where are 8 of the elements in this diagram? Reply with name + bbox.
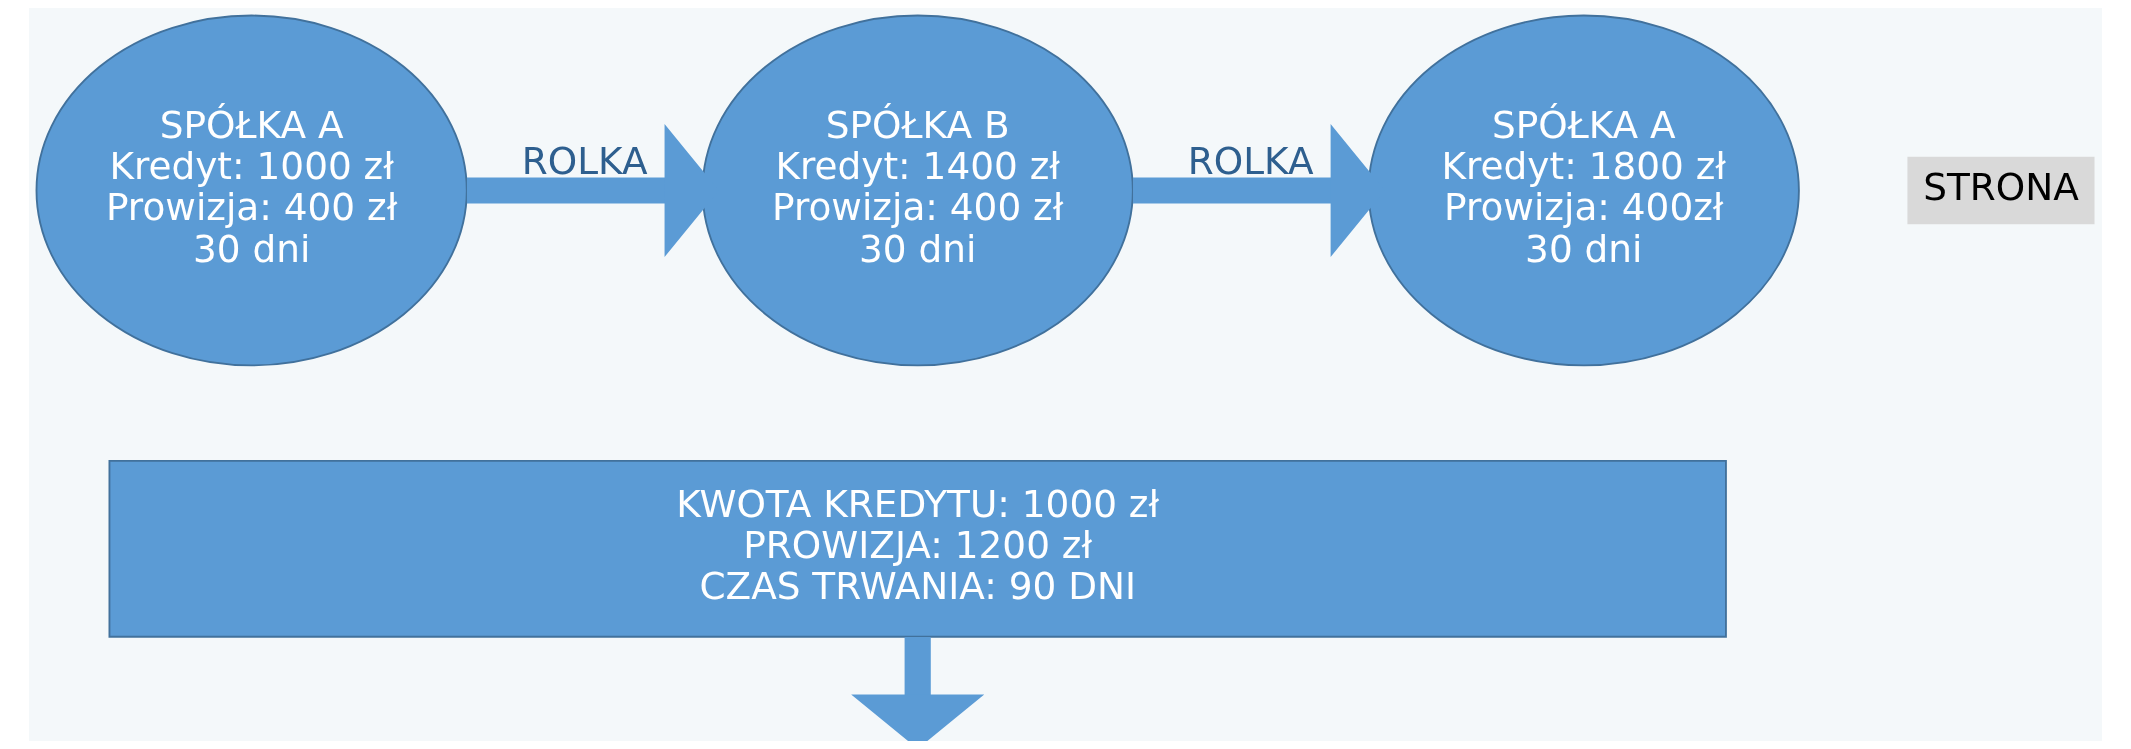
node-ellipse: SPÓŁKA B Kredyt: 1400 zł Prowizja: 400 zł 30 dni	[701, 14, 1134, 367]
node-ellipse: SPÓŁKA A Kredyt: 1000 zł Prowizja: 400 zł 30 dni	[35, 14, 468, 367]
edge-label: ROLKA	[521, 138, 648, 183]
node-box: KWOTA KREDYTU: 1000 zł PROWIZJA: 1200 zł CZAS TRWANIA: 90 DNI	[108, 459, 1727, 638]
edge-label: ROLKA	[1187, 138, 1314, 183]
label: STRONA	[1923, 164, 2079, 209]
node-ellipse: SPÓŁKA A Kredyt: 1800 zł Prowizja: 400zł 30 dni	[1367, 14, 1800, 367]
arrow	[851, 637, 985, 741]
